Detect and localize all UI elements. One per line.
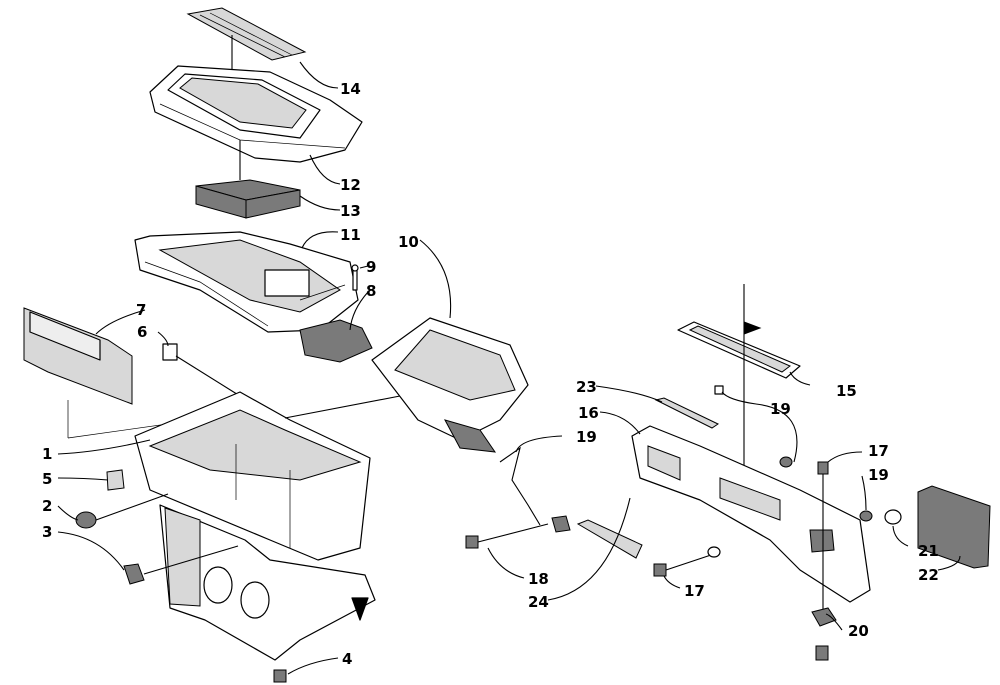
part-1-airbox [134,391,376,661]
callout-15: 15 [836,382,857,400]
callout-5: 5 [42,470,52,488]
callout-13: 13 [340,202,361,220]
callout-19-bottom: 20 [848,622,869,640]
leader-lines [57,61,961,675]
callout-16: 16 [578,404,599,422]
callout-14: 14 [340,80,361,98]
callout-24: 24 [528,593,549,611]
part-17-bolts [653,461,829,610]
part-13-filter [195,179,301,219]
callout-7: 7 [136,301,146,319]
part-23-strip [654,397,720,429]
callout-9: 9 [366,258,376,276]
part-12-lid [149,65,363,180]
part-6-fitting [162,343,241,397]
part-11-base-plate [134,231,359,333]
callout-18: 18 [528,570,549,588]
callout-23: 23 [576,378,597,396]
callout-17-bottom: 17 [684,582,705,600]
callout-2: 2 [42,497,52,515]
callout-1: 1 [42,445,52,463]
part-20-rod [499,446,541,526]
part-22-foam [917,485,991,569]
callout-4: 4 [342,650,352,668]
callout-19-right: 19 [868,466,889,484]
callout-20: 19 [576,428,597,446]
callout-8: 8 [366,282,376,300]
part-24-bracket [551,515,643,559]
part-4-plug [273,669,287,683]
callout-3: 3 [42,523,52,541]
part-18-bolt [465,523,549,549]
part-7-side-filter [23,307,197,439]
part-14-screen [186,7,307,92]
callout-17-right: 17 [868,442,889,460]
callout-12: 12 [340,176,361,194]
part-19-nuts [714,385,873,661]
callout-6: 6 [137,323,147,341]
part-9-screw [351,264,359,291]
callout-10: 10 [398,233,419,251]
part-5-label [106,469,125,491]
callout-21: 21 [918,542,939,560]
part-21-grommet [884,509,902,525]
callout-11: 11 [340,226,361,244]
callout-labels: 14 12 13 11 10 9 8 7 6 1 5 2 3 4 15 23 1… [42,80,939,668]
part-3-clip [123,545,239,585]
part-15-gasket [677,284,801,490]
part-16-silencer [631,425,871,603]
part-10-intake-duct [284,317,529,453]
part-2-grommet [75,493,169,529]
callout-22: 22 [918,566,939,584]
part-8-gasket [299,319,373,363]
callout-19-top: 19 [770,400,791,418]
